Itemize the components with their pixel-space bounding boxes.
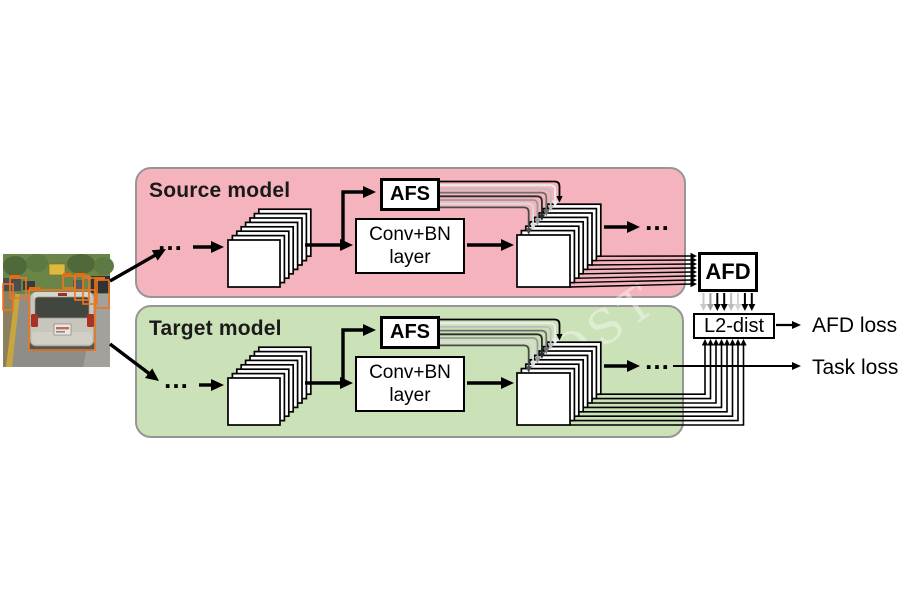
target-afs-box: AFS [380,316,440,349]
source-model-title: Source model [149,179,291,202]
conv-line1: Conv+BN [369,223,451,245]
l2-dist-box: L2-dist [693,313,775,339]
target-ellipsis-in: … [163,364,189,394]
detection-bounding-boxes [2,275,110,351]
conv-line1: Conv+BN [369,361,451,383]
source-ellipsis-out: … [644,206,670,236]
source-afs-box: AFS [380,178,440,211]
afd-box: AFD [698,252,758,292]
target-model-title: Target model [149,317,282,340]
input-photo [2,254,114,367]
afd-input-lines [569,252,697,288]
task-loss-label: Task loss [812,356,899,379]
target-ellipsis-out: … [644,345,670,375]
flow-arrows [108,186,801,391]
detection-labels [10,273,105,290]
conv-line2: layer [389,247,431,268]
afs-attention-fan-lines [440,180,563,373]
afd-loss-label: AFD loss [812,314,898,337]
afd-to-l2-arrows [700,293,756,311]
source-ellipsis-in: … [157,226,183,256]
conv-line2: layer [389,385,431,406]
target-to-l2-lines [570,339,747,426]
feature-map-stacks [227,203,602,426]
